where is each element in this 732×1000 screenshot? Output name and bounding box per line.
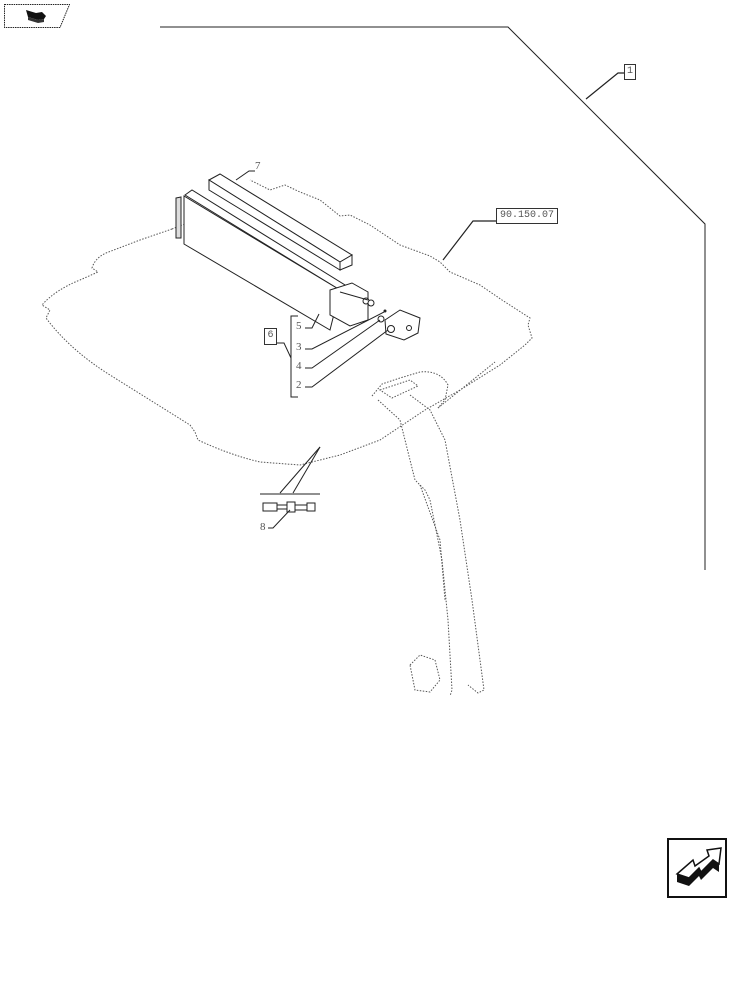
leader-line-6 xyxy=(277,342,292,359)
leader-line-5 xyxy=(305,313,320,329)
item-label-3[interactable]: 3 xyxy=(296,341,302,353)
leader-line-8 xyxy=(268,509,291,529)
folded-arrow-back-icon xyxy=(4,4,71,28)
callout-kit-ref[interactable]: 6 xyxy=(264,328,277,345)
folded-arrow-forward-icon xyxy=(667,838,727,898)
filter-housing xyxy=(175,189,375,331)
item-label-7[interactable]: 7 xyxy=(255,160,261,172)
screw-head xyxy=(383,309,387,313)
item-label-8[interactable]: 8 xyxy=(260,521,266,533)
item-label-4[interactable]: 4 xyxy=(296,360,302,372)
leader-line-4 xyxy=(305,319,381,369)
cab-pillar xyxy=(371,371,485,697)
seal-bar xyxy=(208,173,353,271)
detail-line-b xyxy=(292,446,321,494)
callout-assembly-ref[interactable]: 1 xyxy=(624,64,636,80)
valve-block xyxy=(384,309,421,341)
leader-line-1 xyxy=(585,72,624,100)
detail-line-a xyxy=(279,446,321,494)
leader-line-section xyxy=(442,220,496,261)
leader-line-3 xyxy=(305,311,385,350)
leader-line-2 xyxy=(305,329,389,388)
previous-page-button[interactable] xyxy=(4,4,71,28)
leader-line-pillar xyxy=(437,361,496,409)
callout-section-ref[interactable]: 90.150.07 xyxy=(496,208,558,224)
next-page-button[interactable] xyxy=(667,838,727,898)
leader-line-7 xyxy=(235,170,255,181)
sensor-connector xyxy=(262,501,316,513)
kit-bracket xyxy=(290,315,298,398)
assembly-boundary-line xyxy=(160,26,706,570)
item-label-5[interactable]: 5 xyxy=(296,320,302,332)
cab-roof-outline xyxy=(41,179,533,466)
item-label-2[interactable]: 2 xyxy=(296,379,302,391)
